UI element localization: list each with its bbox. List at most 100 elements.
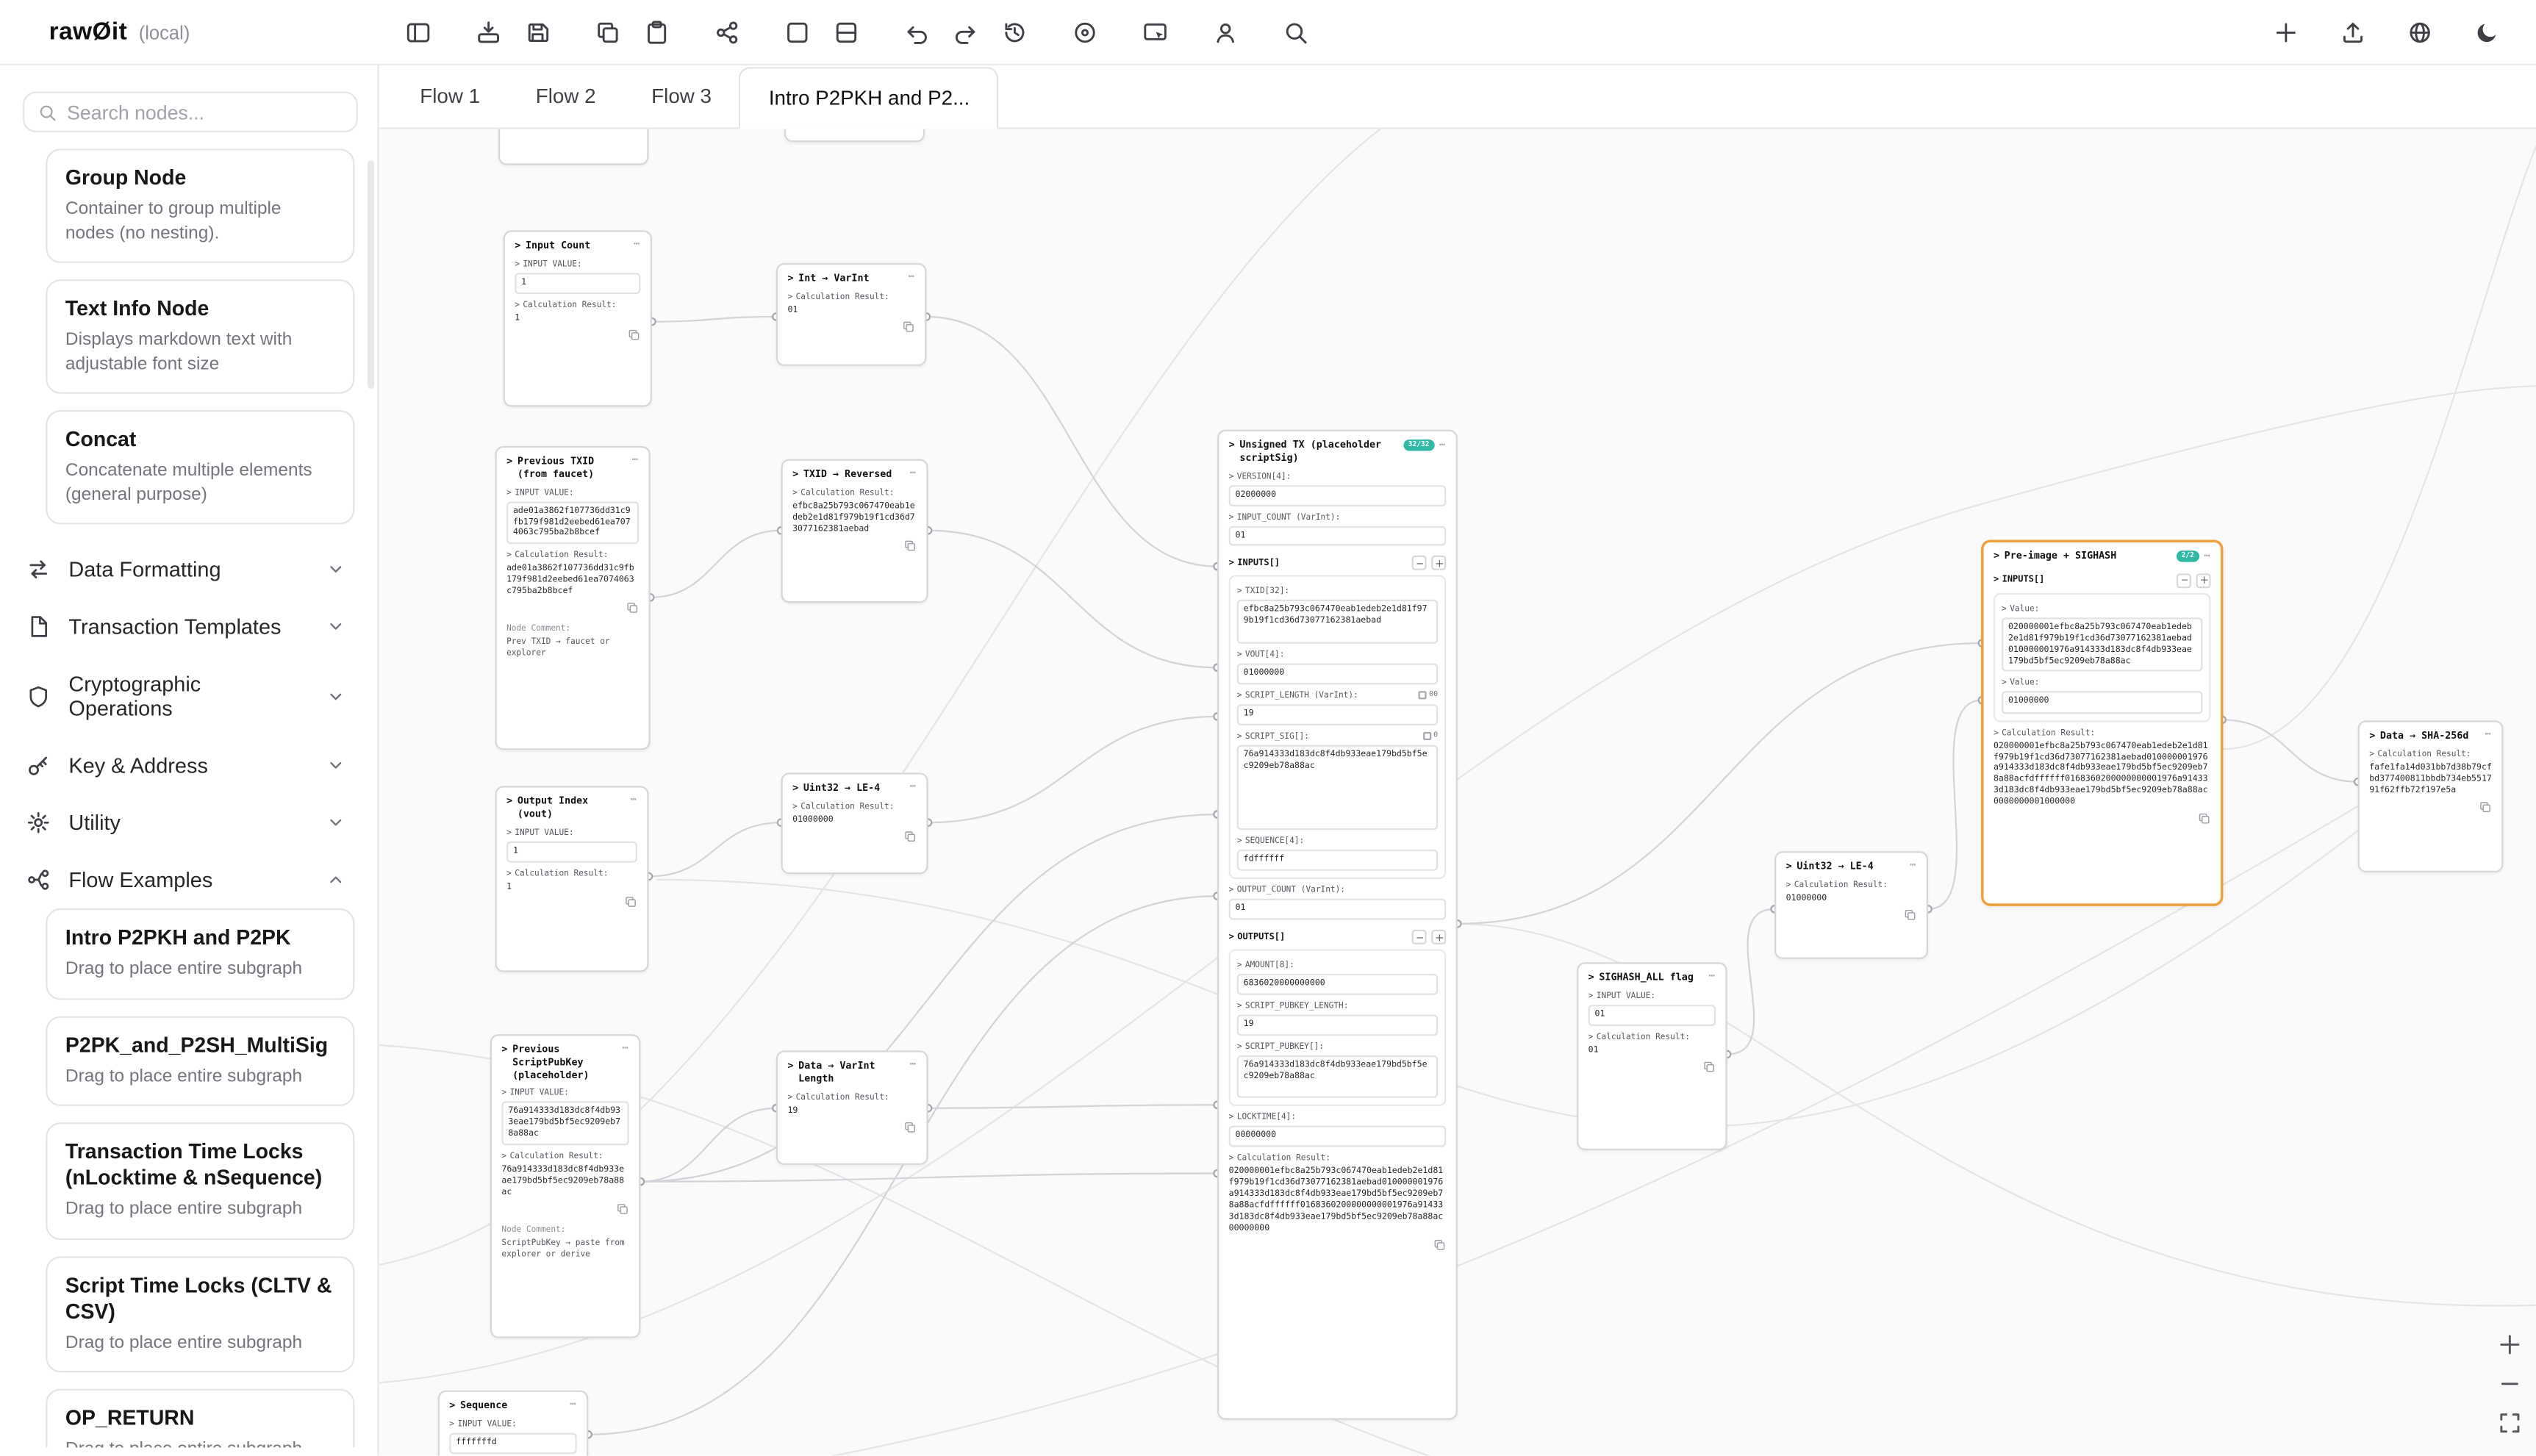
- node-menu-button[interactable]: ⋯: [633, 238, 641, 251]
- tab-flow-2[interactable]: Flow 2: [535, 85, 596, 108]
- node-edge[interactable]: [1727, 908, 1775, 1055]
- node-header[interactable]: >Previous TXID (from faucet)⋯: [506, 453, 640, 481]
- copy-button[interactable]: [902, 320, 915, 333]
- node-edge[interactable]: [648, 822, 781, 878]
- remove-item-button[interactable]: [2176, 573, 2191, 588]
- collapse-caret-icon[interactable]: >: [1785, 880, 1791, 891]
- search-box[interactable]: [23, 91, 358, 133]
- collapse-caret-icon[interactable]: >: [515, 300, 520, 310]
- collapse-caret-icon[interactable]: >: [1228, 886, 1234, 896]
- node-header[interactable]: >SIGHASH_ALL flag⋯: [1588, 972, 1716, 985]
- copy-button[interactable]: [616, 1202, 629, 1216]
- collapse-caret-icon[interactable]: >: [1993, 551, 1999, 562]
- node-menu-button[interactable]: ⋯: [631, 453, 640, 466]
- collapse-caret-icon[interactable]: >: [1236, 690, 1242, 700]
- value-input[interactable]: 6836020000000000: [1236, 974, 1439, 996]
- zoom-out-button[interactable]: [2497, 1371, 2524, 1397]
- collapse-caret-icon[interactable]: >: [1785, 861, 1792, 873]
- copy-button[interactable]: [903, 830, 917, 843]
- sidebar-section-transaction-templates[interactable]: Transaction Templates: [23, 598, 358, 656]
- collapse-caret-icon[interactable]: >: [506, 456, 513, 467]
- node-edge[interactable]: [651, 315, 776, 323]
- collapse-caret-icon[interactable]: >: [1228, 932, 1234, 942]
- copy-button[interactable]: [1904, 908, 1917, 921]
- collapse-caret-icon[interactable]: >: [787, 1060, 794, 1072]
- node-sighash-all-flag[interactable]: >SIGHASH_ALL flag⋯>INPUT VALUE:01>Calcul…: [1577, 962, 1727, 1150]
- collapse-caret-icon[interactable]: >: [506, 828, 512, 838]
- value-input[interactable]: 01: [1228, 899, 1447, 920]
- sidebar-section-cryptographic-operations[interactable]: Cryptographic Operations: [23, 655, 358, 736]
- collapse-caret-icon[interactable]: >: [506, 487, 512, 498]
- collapse-caret-icon[interactable]: >: [1228, 559, 1234, 569]
- split-rows-button[interactable]: [823, 9, 869, 54]
- collapse-caret-icon[interactable]: >: [1236, 1001, 1242, 1012]
- node-header[interactable]: >Previous ScriptPubKey (placeholder)⋯: [501, 1043, 628, 1082]
- copy-button[interactable]: [2479, 800, 2492, 813]
- value-input[interactable]: efbc8a25b793c067470eab1edeb2e1d81f979b19…: [1236, 600, 1439, 644]
- override-checkbox[interactable]: [1423, 732, 1431, 740]
- node-header[interactable]: >Input Count⋯: [515, 240, 640, 253]
- node-header[interactable]: >Output Index (vout)⋯: [506, 795, 637, 822]
- override-checkbox[interactable]: [1419, 692, 1427, 700]
- paste-button[interactable]: [634, 9, 679, 54]
- collapse-caret-icon[interactable]: >: [1228, 1113, 1234, 1124]
- collapse-caret-icon[interactable]: >: [1228, 439, 1235, 451]
- node-header[interactable]: >Uint32 → LE-4⋯: [792, 781, 917, 795]
- node-prev-txid[interactable]: >Previous TXID (from faucet)⋯>INPUT VALU…: [495, 445, 651, 750]
- node-menu-button[interactable]: ⋯: [570, 1398, 577, 1410]
- node-menu-button[interactable]: ⋯: [909, 781, 917, 793]
- add-item-button[interactable]: [1431, 930, 1447, 945]
- node-edge[interactable]: [640, 1107, 776, 1183]
- value-input[interactable]: 76a914333d183dc8f4db933eae179bd5bf5ec920…: [1236, 744, 1439, 831]
- history-button[interactable]: [992, 9, 1037, 54]
- value-input[interactable]: fffffffd: [449, 1432, 577, 1454]
- node-menu-button[interactable]: ⋯: [1439, 439, 1447, 451]
- node-header[interactable]: >Data → VarInt Length⋯: [787, 1058, 917, 1086]
- collapse-caret-icon[interactable]: >: [787, 273, 794, 284]
- sidebar-section-utility[interactable]: Utility: [23, 794, 358, 851]
- collapse-caret-icon[interactable]: >: [506, 868, 512, 878]
- node-edge[interactable]: [2222, 719, 2358, 783]
- value-input[interactable]: 1: [506, 840, 637, 862]
- node-edge[interactable]: [640, 1172, 1218, 1183]
- node-header[interactable]: >TXID → Reversed⋯: [792, 467, 917, 481]
- collapse-caret-icon[interactable]: >: [787, 292, 793, 302]
- copy-button[interactable]: [585, 9, 631, 54]
- redo-button[interactable]: [943, 9, 989, 54]
- node-txid-reversed[interactable]: >TXID → Reversed⋯>Calculation Result:efb…: [781, 459, 928, 603]
- collapse-caret-icon[interactable]: >: [2002, 604, 2007, 614]
- collapse-caret-icon[interactable]: >: [506, 551, 512, 562]
- collapse-caret-icon[interactable]: >: [1588, 1032, 1594, 1042]
- node-header[interactable]: >Int → VarInt⋯: [787, 272, 914, 285]
- collapse-caret-icon[interactable]: >: [1236, 1042, 1242, 1052]
- sidebar-card-script-time-locks-cltv-csv[interactable]: Script Time Locks (CLTV & CSV)Drag to pl…: [46, 1255, 355, 1373]
- screen-cursor-button[interactable]: [1132, 9, 1178, 54]
- collapse-caret-icon[interactable]: >: [515, 240, 521, 252]
- node-edge[interactable]: [1928, 699, 1982, 910]
- sidebar-section-flow-examples[interactable]: Flow Examples: [23, 851, 358, 908]
- import-button[interactable]: [466, 9, 512, 54]
- collapse-caret-icon[interactable]: >: [506, 795, 513, 808]
- sidebar-card-op-return[interactable]: OP_RETURNDrag to place entire subgraph: [46, 1388, 355, 1448]
- value-input[interactable]: 76a914333d183dc8f4db933eae179bd5bf5ec920…: [501, 1102, 629, 1146]
- node-menu-button[interactable]: ⋯: [909, 1058, 917, 1070]
- node-header[interactable]: >Unsigned TX (placeholder scriptSig)32/3…: [1228, 439, 1447, 465]
- value-input[interactable]: 1: [515, 272, 641, 294]
- remove-item-button[interactable]: [1411, 930, 1427, 945]
- collapse-caret-icon[interactable]: >: [1236, 961, 1242, 971]
- upload-button[interactable]: [2330, 9, 2376, 54]
- node-edge[interactable]: [928, 1104, 1218, 1109]
- override-toggle[interactable]: 00: [1419, 691, 1438, 700]
- palette-button[interactable]: [1062, 9, 1108, 54]
- node-edge[interactable]: [588, 894, 1218, 1435]
- node-input-count[interactable]: >Input Count⋯>INPUT VALUE:1>Calculation …: [503, 230, 652, 407]
- collapse-caret-icon[interactable]: >: [1993, 728, 1999, 738]
- node-menu-button[interactable]: ⋯: [909, 467, 917, 479]
- save-button[interactable]: [515, 9, 560, 54]
- collapse-caret-icon[interactable]: >: [501, 1044, 508, 1055]
- node-unsigned-tx[interactable]: >Unsigned TX (placeholder scriptSig)32/3…: [1217, 429, 1458, 1420]
- undo-button[interactable]: [894, 9, 939, 54]
- node-cut-a[interactable]: 2: [498, 129, 649, 165]
